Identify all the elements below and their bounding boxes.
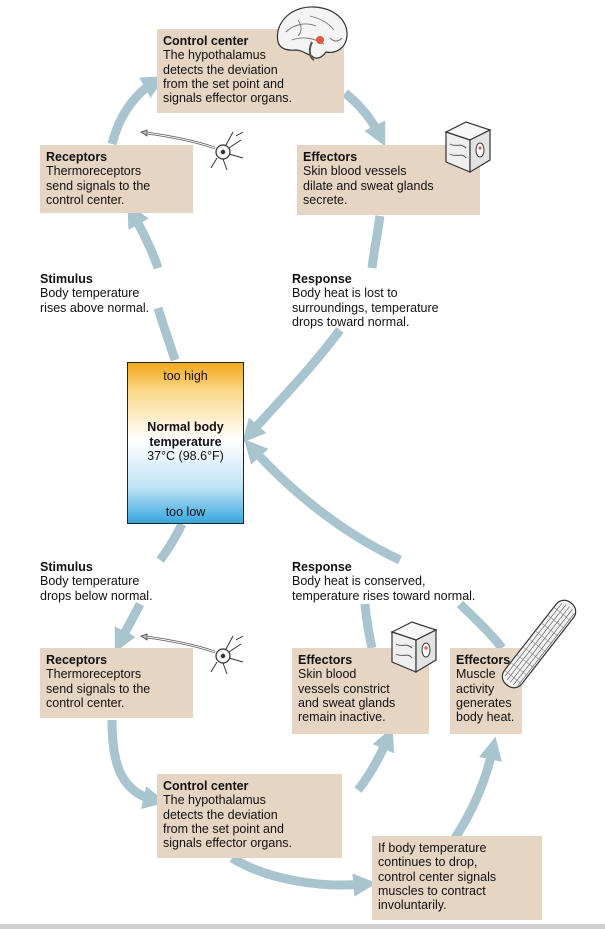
too-high-label: too high	[163, 369, 208, 383]
normal-temperature-value: 37°C (98.6°F)	[147, 449, 224, 463]
bottom-response-text: Body heat is conserved, temperature rise…	[292, 574, 476, 603]
arrow-response-to-normal-bottom	[244, 439, 402, 565]
bottom-receptors-box: Receptors Thermoreceptors send signals t…	[40, 648, 193, 718]
arrow-stimulus-to-receptors-bottom	[114, 601, 145, 653]
arrow-normal-to-stimulus-top	[153, 306, 180, 362]
neuron-icon	[140, 129, 244, 171]
arrow-effectors-to-response	[367, 215, 385, 269]
top-response-label: Response Body heat is lost to surroundin…	[292, 272, 439, 329]
bottom-border	[0, 924, 605, 929]
bottom-skin-effectors-text: Skin blood vessels constrict and sweat g…	[298, 667, 396, 725]
arrow-muscle-effectors-to-response	[456, 600, 506, 651]
bottom-control-center-text: The hypothalamus detects the deviation f…	[163, 793, 293, 851]
bottom-stimulus-text: Body temperature drops below normal.	[40, 574, 153, 603]
top-effectors-text: Skin blood vessels dilate and sweat glan…	[303, 164, 434, 207]
skin-section-icon	[444, 121, 492, 174]
bottom-control-center-box: Control center The hypothalamus detects …	[157, 774, 342, 858]
arrow-receptors-to-control	[107, 76, 166, 146]
muscle-fiber-icon	[501, 599, 577, 689]
bottom-response-label: Response Body heat is conserved, tempera…	[292, 560, 475, 603]
top-control-center-box: Control center The hypothalamus detects …	[157, 29, 344, 113]
arrow-skin-effectors-to-response	[360, 603, 377, 649]
top-control-center-text: The hypothalamus detects the deviation f…	[163, 48, 293, 106]
arrow-control-to-shiver	[229, 854, 377, 897]
bottom-muscle-effectors-title: Effectors	[456, 653, 511, 667]
top-receptors-text: Thermoreceptors send signals to the cont…	[46, 164, 151, 207]
top-receptors-box: Receptors Thermoreceptors send signals t…	[40, 145, 193, 213]
top-effectors-title: Effectors	[303, 150, 358, 164]
bottom-receptors-title: Receptors	[46, 653, 108, 667]
arrow-shiver-to-muscle-effectors	[451, 736, 502, 841]
top-response-title: Response	[292, 272, 352, 286]
bottom-control-center-title: Control center	[163, 779, 249, 793]
arrow-stimulus-to-receptors	[127, 203, 163, 270]
arrow-normal-to-stimulus-bottom	[156, 521, 187, 563]
arrow-receptors-to-control-bottom	[107, 719, 167, 809]
top-stimulus-text: Body temperature rises above normal.	[40, 286, 150, 315]
arrow-control-to-skin-effectors	[354, 727, 395, 793]
bottom-muscle-effectors-box: Effectors Muscle activity generates body…	[450, 648, 522, 734]
normal-temperature-title: Normal body temperature	[147, 420, 224, 449]
neuron-icon-bottom	[140, 633, 244, 675]
bottom-stimulus-label: Stimulus Body temperature drops below no…	[40, 560, 153, 603]
top-response-text: Body heat is lost to surroundings, tempe…	[292, 286, 439, 329]
top-stimulus-label: Stimulus Body temperature rises above no…	[40, 272, 149, 315]
arrow-response-to-normal	[242, 327, 344, 443]
bottom-muscle-effectors-text: Muscle activity generates body heat.	[456, 667, 515, 725]
top-effectors-box: Effectors Skin blood vessels dilate and …	[297, 145, 480, 215]
top-receptors-title: Receptors	[46, 150, 108, 164]
bottom-stimulus-title: Stimulus	[40, 560, 93, 574]
normal-temperature-block: Normal body temperature 37°C (98.6°F)	[128, 420, 243, 464]
bottom-response-title: Response	[292, 560, 352, 574]
too-low-label: too low	[165, 505, 206, 519]
top-control-center-title: Control center	[163, 34, 249, 48]
brain-icon	[276, 6, 348, 61]
normal-temperature-gauge: too high Normal body temperature 37°C (9…	[127, 362, 244, 524]
bottom-skin-effectors-title: Effectors	[298, 653, 353, 667]
bottom-receptors-text: Thermoreceptors send signals to the cont…	[46, 667, 151, 710]
bottom-shiver-text: If body temperature continues to drop, c…	[378, 841, 497, 913]
bottom-shiver-box: If body temperature continues to drop, c…	[372, 836, 542, 920]
top-stimulus-title: Stimulus	[40, 272, 93, 286]
skin-section-icon-bottom	[390, 621, 438, 674]
arrow-control-to-effectors	[342, 89, 386, 147]
